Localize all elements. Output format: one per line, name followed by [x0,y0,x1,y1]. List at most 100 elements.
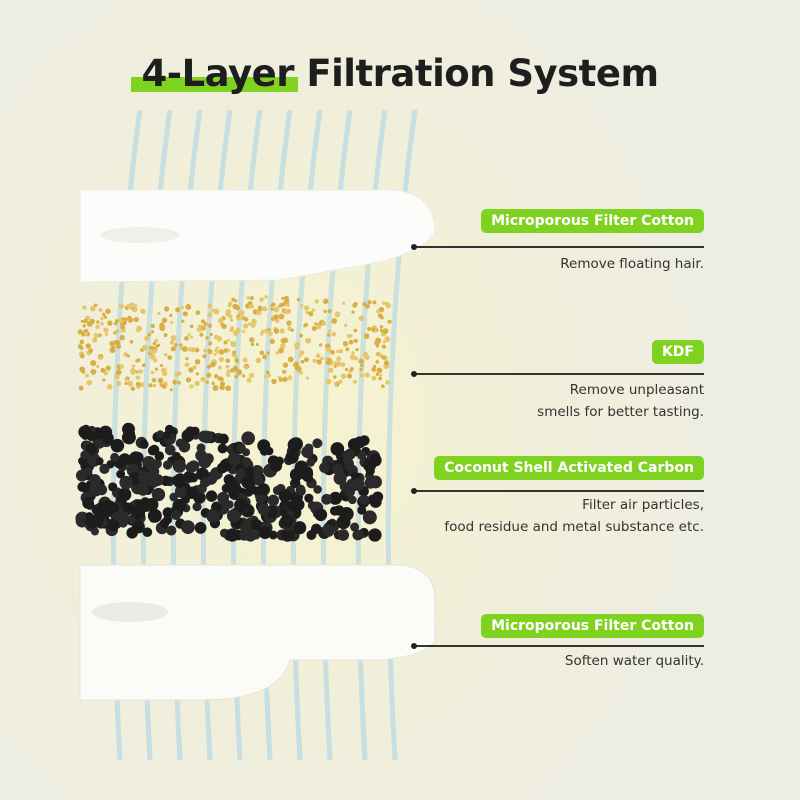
carbon-granule [115,511,130,525]
kdf-granule [273,314,279,320]
kdf-granule [246,296,250,300]
kdf-granule [376,309,381,314]
carbon-granule [75,514,89,528]
kdf-granule [327,309,332,314]
kdf-granule [338,379,343,384]
kdf-granule [159,363,164,368]
carbon-granule [89,474,101,486]
kdf-granule [223,340,228,345]
kdf-granule [271,378,277,385]
kdf-granule [169,313,173,318]
kdf-granule [211,381,215,386]
kdf-granule [340,362,346,367]
kdf-granule [352,379,358,384]
kdf-granule [79,345,84,350]
kdf-granule [242,374,246,378]
kdf-granule [177,381,181,385]
carbon-granule [171,475,181,485]
kdf-granule [290,328,294,332]
carbon-granule [216,462,228,474]
kdf-granule [205,380,209,384]
carbon-granule [152,458,162,469]
kdf-granule [377,352,383,358]
kdf-granule [93,332,98,337]
kdf-granule [353,301,358,306]
kdf-granule [268,331,273,336]
kdf-granule [90,368,97,375]
carbon-granule [185,486,199,499]
carbon-granule [225,528,239,542]
carbon-granule [313,485,322,494]
kdf-granule [100,367,106,373]
carbon-granule [264,446,274,456]
carbon-granule [226,445,235,454]
bottom-cotton-hole [92,602,168,622]
carbon-granule [127,505,137,515]
carbon-granule [279,507,288,516]
kdf-granule [207,313,212,318]
kdf-granule [213,352,217,356]
kdf-granule [359,373,365,378]
kdf-granule [98,356,103,360]
kdf-granule [275,351,280,355]
kdf-granule [101,312,106,317]
carbon-granule [322,524,335,537]
carbon-granule [164,424,174,434]
kdf-granule [220,381,225,387]
kdf-granule [148,348,154,354]
top-cotton-hole [100,227,180,243]
layer-label-2: KDF [651,340,704,364]
kdf-granule [103,327,109,333]
kdf-granule [136,358,140,363]
kdf-granule [144,335,150,341]
kdf-granule [323,298,329,304]
kdf-granule [376,367,383,374]
kdf-granule [232,350,237,355]
kdf-granule [249,296,254,301]
kdf-granule [300,304,304,308]
carbon-granule [166,525,177,536]
kdf-granule [159,383,163,387]
carbon-granule [151,487,166,502]
carbon-granule [253,475,264,486]
kdf-granule [164,306,170,312]
kdf-granule [95,324,100,330]
carbon-granule [301,446,314,458]
kdf-granule [147,332,151,337]
kdf-granule [84,332,88,336]
carbon-granule [292,498,305,511]
kdf-granule [283,338,289,343]
kdf-granule [142,363,146,368]
kdf-granule [371,327,376,332]
kdf-granule [300,359,305,364]
kdf-granule [312,358,317,363]
kdf-granule [336,361,342,367]
kdf-granule [227,301,233,307]
carbon-granule [202,453,214,465]
kdf-granule [79,339,85,345]
carbon-granule [174,485,188,498]
kdf-granule [230,341,237,348]
kdf-granule [152,383,157,388]
kdf-granule [326,360,331,366]
kdf-granule [336,349,340,353]
carbon-granule [200,476,211,488]
kdf-granule [159,325,166,332]
kdf-granule [242,323,249,329]
carbon-granule [330,442,345,456]
kdf-granule [340,373,347,379]
carbon-granule [181,429,195,443]
carbon-granule [95,457,104,466]
carbon-granule [91,513,104,526]
carbon-granule [137,474,147,483]
carbon-granule [162,460,173,470]
carbon-granule [164,444,176,456]
kdf-granule [380,384,385,389]
kdf-granule [305,310,309,315]
kdf-granule [182,311,188,317]
kdf-granule [190,347,196,353]
carbon-granule [295,485,306,497]
kdf-granule [273,328,280,334]
kdf-granule [262,354,267,360]
kdf-granule [82,305,87,310]
